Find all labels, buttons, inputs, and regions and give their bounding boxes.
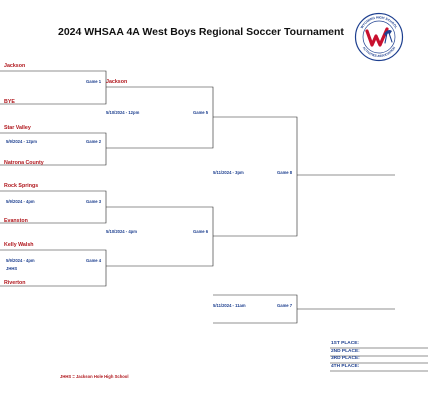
whsaa-logo: WYOMING HIGH SCHOOL ACTIVITIES ASSOCIATI… xyxy=(354,12,404,62)
third-place-label: 3RD PLACE: xyxy=(331,356,360,361)
team-natrona-county: Natrona County xyxy=(4,160,44,166)
bracket-line-game7 xyxy=(213,294,298,324)
game4-date: 5/9/2024 - 4pm xyxy=(6,258,35,263)
game6-date: 5/10/2024 - 4pm xyxy=(106,229,137,234)
game5-label: Game 5 xyxy=(193,110,209,115)
team-jackson: Jackson xyxy=(4,63,26,69)
game7-label: Game 7 xyxy=(277,303,293,308)
team-evanston: Evanston xyxy=(4,218,28,224)
bracket-line-game4 xyxy=(0,249,107,287)
bracket-line-game1 xyxy=(0,70,107,105)
footnote: JHHS = Jackson Hole High School xyxy=(60,374,129,379)
bracket-line-game8 xyxy=(213,116,298,237)
game2-label: Game 2 xyxy=(86,139,102,144)
team-riverton: Riverton xyxy=(4,280,26,286)
first-place-label: 1ST PLACE: xyxy=(331,341,359,346)
game4-site: JHHS xyxy=(6,266,18,271)
second-place-label: 2ND PLACE: xyxy=(331,349,360,354)
team-rock-springs: Rock Springs xyxy=(4,183,39,189)
game1-label: Game 1 xyxy=(86,79,102,84)
game5-advanced-team: Jackson xyxy=(106,79,128,85)
game6-label: Game 6 xyxy=(193,229,209,234)
bracket-line-game6 xyxy=(106,206,214,267)
game8-label: Game 8 xyxy=(277,170,293,175)
team-bye: BYE xyxy=(4,99,15,105)
game8-date: 5/11/2024 - 3pm xyxy=(213,170,244,175)
game7-date: 5/11/2024 - 11am xyxy=(213,303,246,308)
bracket-line-game5 xyxy=(106,86,214,149)
page-title: 2024 WHSAA 4A West Boys Regional Soccer … xyxy=(58,26,344,38)
game3-label: Game 3 xyxy=(86,199,102,204)
bracket-line-game2 xyxy=(0,132,107,166)
game3-date: 5/9/2024 - 4pm xyxy=(6,199,35,204)
fourth-place-label: 4TH PLACE: xyxy=(331,364,360,369)
team-kelly-walsh: Kelly Walsh xyxy=(4,242,34,248)
game4-label: Game 4 xyxy=(86,258,102,263)
game5-date: 5/10/2024 - 12pm xyxy=(106,110,140,115)
game2-date: 5/9/2024 - 12pm xyxy=(6,139,37,144)
team-star-valley: Star Valley xyxy=(4,125,31,131)
